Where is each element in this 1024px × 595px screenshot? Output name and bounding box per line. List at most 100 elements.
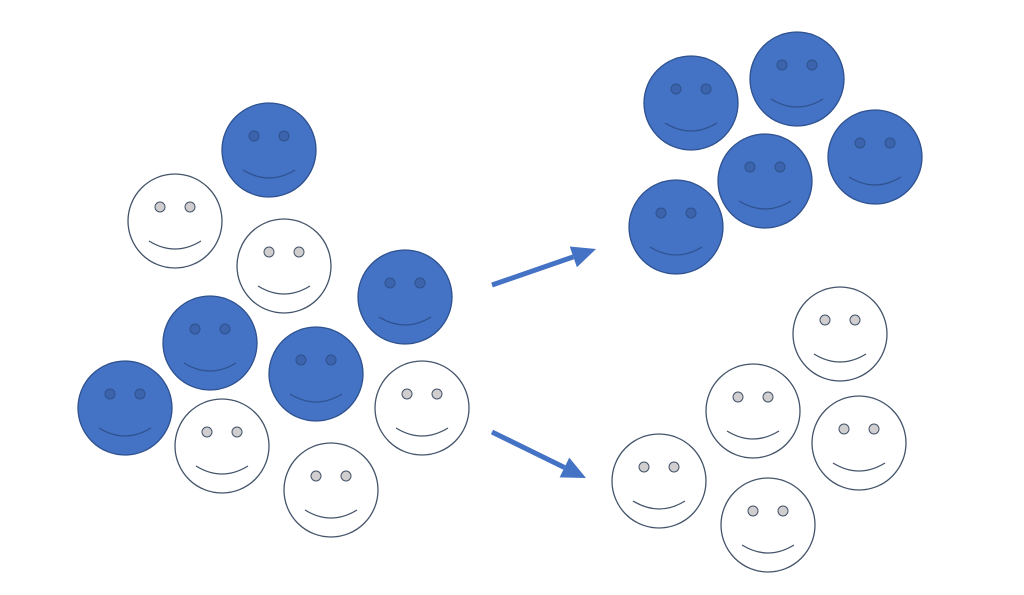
- eye: [670, 83, 682, 95]
- white-smiley-face-icon: [811, 395, 907, 491]
- face-circle: [717, 133, 813, 229]
- mouth: [378, 316, 432, 326]
- eye: [104, 388, 116, 400]
- blue-group: [628, 31, 923, 275]
- mouth: [726, 430, 780, 440]
- eye: [747, 505, 759, 517]
- eye: [732, 391, 744, 403]
- blue-smiley-face-icon: [749, 31, 845, 127]
- mouth: [738, 200, 792, 210]
- arrow-head: [569, 246, 596, 268]
- white-group: [611, 286, 907, 573]
- blue-smiley-face-icon: [77, 360, 173, 456]
- mouth: [649, 246, 703, 256]
- blue-smiley-face-icon: [643, 55, 739, 151]
- blue-smiley-face-icon: [268, 326, 364, 422]
- face-circle: [792, 286, 888, 382]
- white-smiley-face-icon: [236, 218, 332, 314]
- eye: [293, 246, 305, 258]
- eye: [384, 277, 396, 289]
- eye: [744, 161, 756, 173]
- face-circle: [221, 102, 317, 198]
- eye: [776, 59, 788, 71]
- face-circle: [127, 173, 223, 269]
- mouth: [183, 362, 237, 372]
- blue-smiley-face-icon: [162, 295, 258, 391]
- eye: [340, 470, 352, 482]
- eye: [774, 161, 786, 173]
- eye: [184, 201, 196, 213]
- face-circle: [174, 398, 270, 494]
- eye: [219, 323, 231, 335]
- mouth: [395, 427, 449, 437]
- mouth: [304, 509, 358, 519]
- arrow-head: [559, 457, 586, 478]
- eye: [310, 470, 322, 482]
- face-circle: [374, 360, 470, 456]
- white-smiley-face-icon: [720, 477, 816, 573]
- eye: [638, 461, 650, 473]
- eye: [655, 207, 667, 219]
- mouth: [832, 462, 886, 472]
- eye: [806, 59, 818, 71]
- mouth: [195, 465, 249, 475]
- white-smiley-face-icon: [174, 398, 270, 494]
- blue-smiley-face-icon: [827, 109, 923, 205]
- arrow-right-down-icon: [490, 429, 586, 478]
- blue-smiley-face-icon: [221, 102, 317, 198]
- face-circle: [162, 295, 258, 391]
- mouth: [632, 500, 686, 510]
- blue-smiley-face-icon: [628, 179, 724, 275]
- eye: [414, 277, 426, 289]
- blue-smiley-face-icon: [357, 249, 453, 345]
- eye: [263, 246, 275, 258]
- eye: [401, 388, 413, 400]
- eye: [868, 423, 880, 435]
- eye: [777, 505, 789, 517]
- mouth: [848, 176, 902, 186]
- eye: [884, 137, 896, 149]
- mouth: [289, 393, 343, 403]
- face-circle: [268, 326, 364, 422]
- mouth: [148, 240, 202, 250]
- face-circle: [749, 31, 845, 127]
- eye: [201, 426, 213, 438]
- eye: [431, 388, 443, 400]
- eye: [278, 130, 290, 142]
- face-circle: [236, 218, 332, 314]
- blue-smiley-face-icon: [717, 133, 813, 229]
- eye: [325, 354, 337, 366]
- face-circle: [611, 433, 707, 529]
- face-circle: [283, 442, 379, 538]
- eye: [154, 201, 166, 213]
- face-circle: [705, 363, 801, 459]
- face-circle: [77, 360, 173, 456]
- mouth: [770, 98, 824, 108]
- eye: [189, 323, 201, 335]
- eye: [295, 354, 307, 366]
- eye: [819, 314, 831, 326]
- face-circle: [811, 395, 907, 491]
- eye: [231, 426, 243, 438]
- arrow-shaft: [491, 254, 575, 288]
- eye: [762, 391, 774, 403]
- eye: [248, 130, 260, 142]
- mouth: [257, 285, 311, 295]
- eye: [854, 137, 866, 149]
- arrow-shaft: [490, 429, 566, 470]
- white-smiley-face-icon: [283, 442, 379, 538]
- face-circle: [628, 179, 724, 275]
- mouth: [242, 169, 296, 179]
- white-smiley-face-icon: [792, 286, 888, 382]
- face-circle: [720, 477, 816, 573]
- eye: [838, 423, 850, 435]
- arrow-right-up-icon: [491, 246, 596, 288]
- eye: [700, 83, 712, 95]
- mouth: [813, 353, 867, 363]
- mouth: [741, 544, 795, 554]
- white-smiley-face-icon: [127, 173, 223, 269]
- eye: [849, 314, 861, 326]
- eye: [134, 388, 146, 400]
- white-smiley-face-icon: [705, 363, 801, 459]
